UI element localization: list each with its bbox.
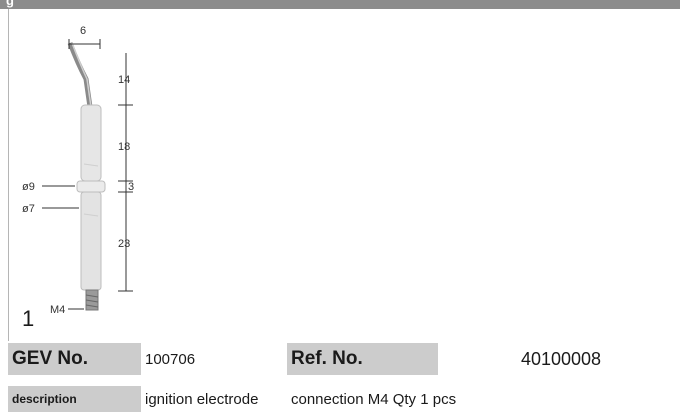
dim-collar-dia: ø9 <box>22 181 35 193</box>
product-image-frame <box>8 9 680 341</box>
id-row: GEV No. 100706 Ref. No. 40100008 <box>8 343 680 375</box>
lower-ceramic <box>80 191 102 291</box>
ref-value: 40100008 <box>520 348 602 369</box>
dim-top-width: 6 <box>80 25 86 37</box>
collar <box>76 180 106 193</box>
figure-number: 1 <box>22 306 35 331</box>
dim-upper-length: 18 <box>118 141 130 153</box>
dim-collar: 3 <box>128 181 134 193</box>
description-label: description <box>8 386 141 412</box>
description-detail: connection M4 Qty 1 pcs <box>291 390 457 408</box>
dim-thread: M4 <box>50 304 65 316</box>
header-title: g <box>6 0 14 8</box>
description-value: ignition electrode <box>145 390 259 408</box>
upper-ceramic <box>80 104 102 182</box>
dim-tip-length: 14 <box>118 74 130 86</box>
dim-body-dia: ø7 <box>22 203 35 215</box>
dim-lower-length: 23 <box>118 238 130 250</box>
top-header-bar: g <box>0 0 680 9</box>
wire-tip <box>67 42 93 108</box>
electrode-drawing: 6 14 18 3 23 ø9 ø7 M4 <box>22 25 134 316</box>
gev-label: GEV No. <box>8 343 141 375</box>
ref-label: Ref. No. <box>287 343 438 375</box>
description-row: description ignition electrode connectio… <box>8 386 680 412</box>
gev-value: 100706 <box>145 350 196 368</box>
